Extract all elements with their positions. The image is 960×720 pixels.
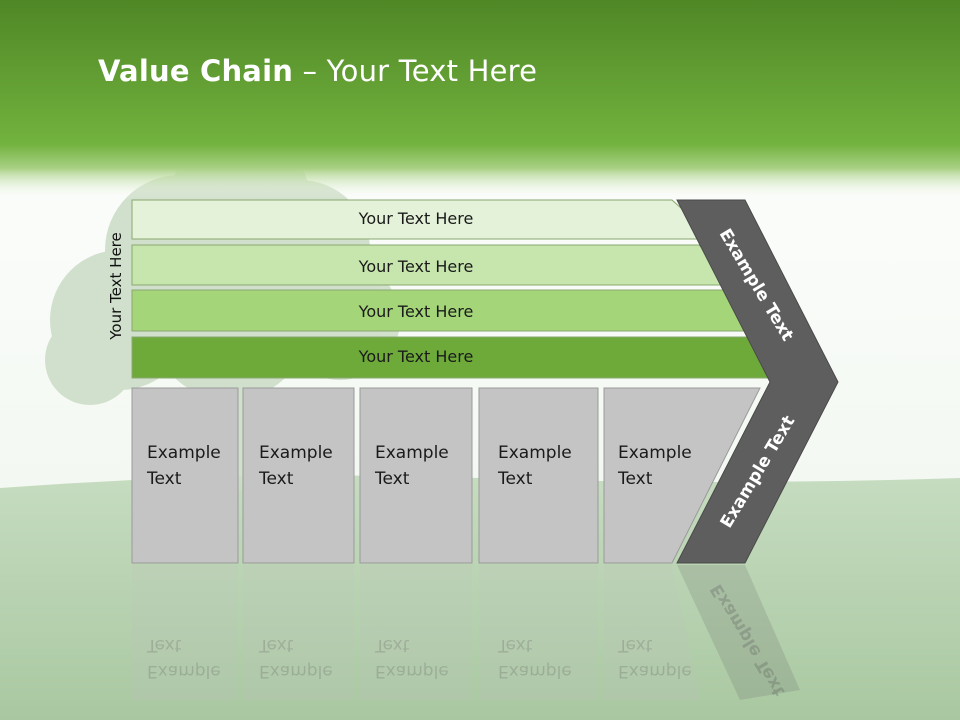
- gray-box-reflection-3: [360, 565, 472, 700]
- side-label: Your Text Here: [107, 232, 125, 340]
- header-band: [0, 0, 960, 200]
- bar-label-4: Your Text Here: [358, 347, 474, 366]
- gray-box-4: [478, 387, 599, 564]
- gray-box-reflection-1: [132, 565, 238, 700]
- gray-box-3: [359, 387, 473, 564]
- slide-title: Value Chain – Your Text Here: [98, 54, 538, 88]
- bar-label-3: Your Text Here: [358, 302, 474, 321]
- gray-box-reflection-2: [243, 565, 354, 700]
- chevron-arrow: [676, 199, 839, 564]
- chevron-reflection: [677, 565, 800, 700]
- gray-box-1: [131, 387, 239, 564]
- bar-label-2: Your Text Here: [358, 257, 474, 276]
- gray-box-2: [242, 387, 355, 564]
- gray-box-reflection-4: [479, 565, 598, 700]
- gray-box-reflection-5: [604, 565, 700, 700]
- bar-label-1: Your Text Here: [358, 209, 474, 228]
- gray-box-5: [603, 387, 761, 564]
